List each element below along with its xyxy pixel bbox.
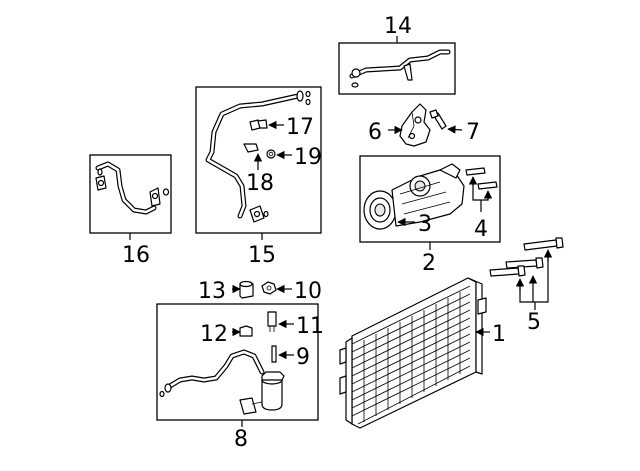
- condenser-1: 1: [339, 277, 506, 429]
- nut-10: 10: [261, 279, 322, 304]
- mounting-bracket-6: 6: [368, 103, 431, 147]
- hose-group-16: 16: [89, 154, 172, 268]
- callout-7: 7: [466, 120, 480, 145]
- callout-2: 2: [422, 251, 436, 276]
- drier-canister: [261, 379, 283, 411]
- pin-4b: [477, 181, 498, 190]
- plug-9: [271, 345, 277, 363]
- callout-11: 11: [296, 314, 324, 339]
- callout-19: 19: [294, 145, 322, 170]
- cap-13: 13: [198, 279, 254, 304]
- valve-cap-19: [266, 149, 276, 159]
- callout-6: 6: [368, 120, 382, 145]
- hose-group-15: 17 18 19 15: [195, 86, 322, 268]
- callout-14: 14: [384, 14, 412, 39]
- callout-9: 9: [296, 345, 310, 370]
- callout-18: 18: [246, 171, 274, 196]
- bolt-5c: [489, 267, 520, 277]
- callout-10: 10: [294, 279, 322, 304]
- callout-3: 3: [418, 212, 432, 237]
- callout-15: 15: [248, 243, 276, 268]
- bolt-7: 7: [429, 109, 480, 145]
- valve-12: [239, 325, 253, 337]
- callout-17: 17: [286, 115, 314, 140]
- callout-4: 4: [474, 217, 488, 242]
- line-assembly-group-14: 14: [338, 14, 456, 95]
- compressor-group-2: 3 4 2: [359, 155, 501, 276]
- callout-5: 5: [527, 310, 541, 335]
- callout-8: 8: [234, 427, 248, 452]
- receiver-drier-group-8: 12 11 9 8: [156, 303, 324, 452]
- bolt-5a: [523, 239, 558, 251]
- condenser-fins: [351, 285, 471, 425]
- pin-4a: [465, 167, 486, 176]
- pressure-switch-11: [267, 311, 277, 327]
- callout-13: 13: [198, 279, 226, 304]
- callout-12: 12: [200, 322, 228, 347]
- receiver-drier-box: [156, 303, 319, 421]
- callout-1: 1: [492, 322, 506, 347]
- bolts-5: 5: [489, 237, 564, 335]
- service-valve-18: [243, 143, 259, 153]
- callout-16: 16: [122, 243, 150, 268]
